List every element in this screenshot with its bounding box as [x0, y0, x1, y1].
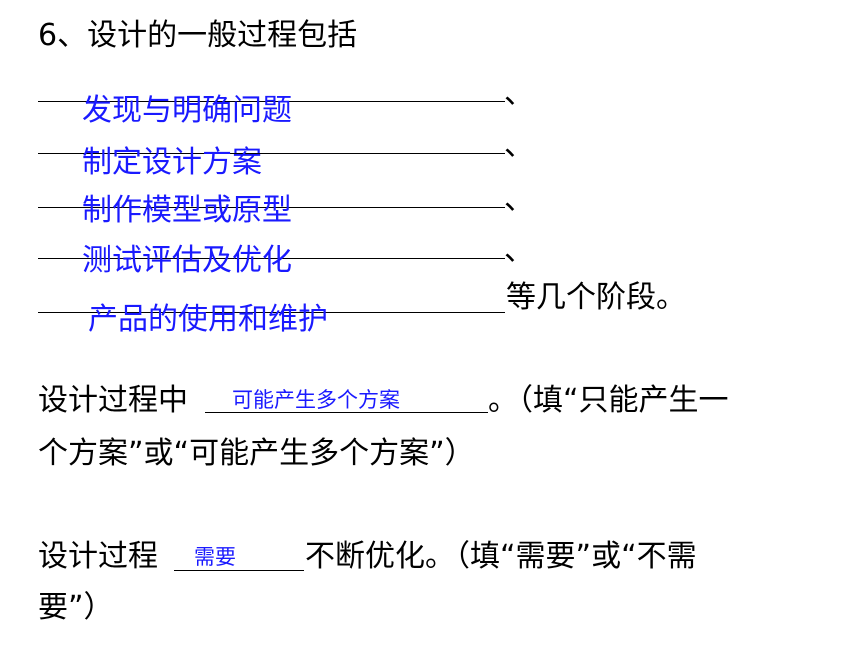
answer-blank-line: [174, 570, 304, 571]
answer-blank-line: [38, 312, 505, 313]
stage-answer-5: 产品的使用和维护: [88, 302, 328, 337]
stage-answer-2: 制定设计方案: [82, 145, 262, 180]
answer-blank-line: [205, 412, 488, 413]
stage-suffix: 等几个阶段。: [506, 280, 686, 315]
fill1-answer: 可能产生多个方案: [232, 388, 400, 412]
answer-blank-line: [38, 153, 505, 154]
fill1-suffix: 。（填“只能产生一: [488, 383, 729, 418]
fill1-prefix: 设计过程中: [38, 383, 188, 418]
fill2-prefix: 设计过程: [38, 539, 158, 574]
stage-answer-4: 测试评估及优化: [82, 243, 292, 278]
separator: 、: [504, 76, 534, 111]
separator: 、: [504, 128, 534, 163]
answer-blank-line: [38, 101, 505, 102]
question-title: 6、设计的一般过程包括: [38, 18, 358, 53]
fill1-suffix-line2: 个方案”或“可能产生多个方案”）: [38, 436, 475, 471]
stage-answer-1: 发现与明确问题: [82, 93, 292, 128]
separator: 、: [504, 182, 534, 217]
separator: 、: [504, 233, 534, 268]
stage-answer-3: 制作模型或原型: [82, 193, 292, 228]
fill2-suffix-line2: 要”）: [38, 590, 114, 625]
fill2-suffix: 不断优化。（填“需要”或“不需: [305, 539, 697, 574]
answer-blank-line: [38, 258, 505, 259]
fill2-answer: 需要: [194, 545, 236, 569]
answer-blank-line: [38, 207, 505, 208]
